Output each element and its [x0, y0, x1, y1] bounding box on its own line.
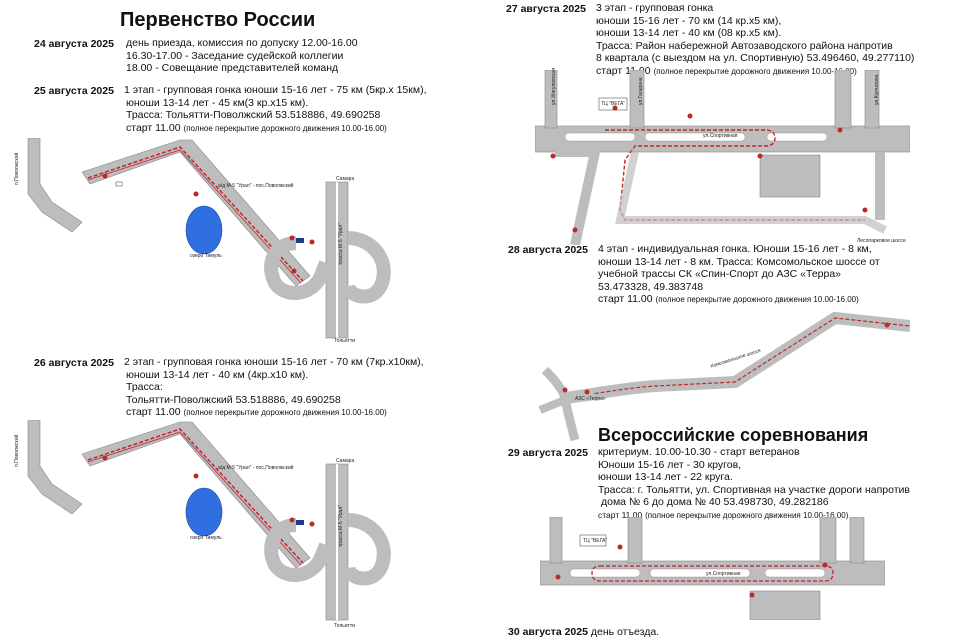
- stage3-line: 3 этап - групповая гонка: [596, 2, 714, 14]
- map2-label-tolyatti: Тольятти: [334, 623, 355, 629]
- stage2-note: (полное перекрытие дорожного движения 10…: [183, 408, 387, 418]
- map2-label-lake: озеро Тимуль: [190, 535, 222, 541]
- map2-label-samara: Самара: [336, 458, 355, 464]
- stage3-line: Трасса: Район набережной Автозаводского …: [596, 39, 893, 52]
- route-map-stage5: [540, 517, 885, 620]
- stage4-line: 53.473328, 49.383748: [598, 280, 704, 293]
- map2-label-poselok: п.Поволжский: [14, 434, 20, 467]
- day-last-date: 30 августа 2025: [508, 626, 588, 638]
- map2-label-trassa: трасса М-5 "Урал": [338, 504, 344, 547]
- map1-label-trassa: трасса М-5 "Урал": [338, 222, 344, 265]
- stage1-line: юноши 13-14 лет - 45 км(3 кр.х15 км).: [126, 96, 309, 109]
- stage4-date: 28 августа 2025: [508, 244, 588, 256]
- stage2-date: 26 августа 2025: [34, 357, 114, 369]
- day1-date: 24 августа 2025: [34, 38, 114, 50]
- stage4-note: (полное перекрытие дорожного движения 10…: [655, 295, 859, 305]
- stage2-line: Трасса:: [126, 381, 163, 394]
- day1-line: день приезда, комиссия по допуску 12.00-…: [126, 37, 358, 49]
- day1-block: день приезда, комиссия по допуску 12.00-…: [126, 37, 358, 75]
- stage4-line: 4 этап - индивидуальная гонка. Юноши 15-…: [598, 243, 872, 255]
- stage5-date: 29 августа 2025: [508, 447, 588, 459]
- map5-label-sportivnaya: ул.Спортивная: [706, 571, 741, 577]
- map1-label-samara: Самара: [336, 176, 355, 182]
- stage5-line: критериум. 10.00-10.30 - старт ветеранов: [598, 446, 800, 458]
- stage5-note: (полное перекрытие дорожного движения 10…: [645, 510, 849, 520]
- map3-label-zhiguli: ул.Жигулевская: [551, 68, 557, 105]
- map3-label-lesnoye: Лесопарковое шоссе: [857, 238, 906, 244]
- stage5-start: старт 11.00: [598, 509, 643, 520]
- stage1-date: 25 августа 2025: [34, 85, 114, 97]
- day-last-block: 30 августа 2025 день отъезда.: [508, 626, 659, 639]
- stage4-line: юноши 13-14 лет - 8 км. Трасса: Комсомол…: [598, 255, 880, 268]
- title-vserossiyskie: Всероссийские соревнования: [598, 425, 869, 445]
- stage5-line: дома № 6 до дома № 40 53.498730, 49.2821…: [601, 496, 829, 509]
- stage3-date: 27 августа 2025: [506, 3, 586, 15]
- stage1-line: Трасса: Тольятти-Поволжский 53.518886, 4…: [126, 109, 381, 122]
- stage3-line: юноши 13-14 лет - 40 км (08 кр.х5 км).: [596, 27, 782, 40]
- stage3-note: (полное перекрытие дорожного движения 10…: [653, 66, 857, 76]
- stage5-block: критериум. 10.00-10.30 - старт ветеранов…: [598, 446, 910, 523]
- title-pervenstvo: Первенство России: [120, 9, 316, 31]
- map2-label-road: а/д М-5 "Урал" - пос.Поволжский: [218, 465, 294, 471]
- stage2-line: Тольятти-Поволжский 53.518886, 49.690258: [126, 393, 341, 406]
- stage3-line: 8 квартала (с выездом на ул. Спортивную)…: [596, 52, 915, 65]
- map1-label-lake: озеро Тимуль: [190, 253, 222, 259]
- map4-label-azs: АЗС «Терра»: [575, 396, 606, 402]
- stage2-line: 2 этап - групповая гонка юноши 15-16 лет…: [124, 356, 424, 368]
- stage5-line: юноши 13-14 лет - 22 круга.: [598, 471, 733, 484]
- day1-line: 18.00 - Совещание представителей команд: [126, 62, 339, 75]
- map3-label-gagarin: ул.Гагарина: [638, 77, 644, 105]
- map1-label-poselok: п.Поволжский: [14, 152, 20, 185]
- route-map-stage3: [535, 70, 910, 245]
- stage5-line: Юноши 15-16 лет - 30 кругов,: [598, 458, 742, 471]
- stage3-line: юноши 15-16 лет - 70 км (14 кр.х5 км),: [596, 14, 782, 27]
- day-last-text: день отъезда.: [590, 626, 660, 638]
- stage1-block: 1 этап - групповая гонка юноши 15-16 лет…: [124, 84, 427, 135]
- stage1-line: 1 этап - групповая гонка юноши 15-16 лет…: [124, 84, 427, 96]
- stage4-line: учебной трассы СК «Спин-Спорт до АЗС «Те…: [598, 268, 842, 281]
- map1-label-road: а/д М-5 "Урал" - пос.Поволжский: [218, 183, 294, 189]
- map1-label-tolyatti: Тольятти: [334, 338, 355, 344]
- route-map-stage2: [27, 420, 391, 621]
- stage4-start: старт 11.00: [598, 293, 653, 306]
- stage2-block: 2 этап - групповая гонка юноши 15-16 лет…: [124, 356, 424, 420]
- map5-label-paket: ТЦ "ВЕГА": [583, 538, 608, 544]
- route-map-stage1: [27, 138, 391, 339]
- route-map-stage4: [538, 311, 910, 442]
- stage2-start: старт 11.00: [126, 406, 181, 419]
- stage1-note: (полное перекрытие дорожного движения 10…: [183, 123, 387, 133]
- map3-label-paket: ТЦ "ВЕГА": [601, 101, 626, 107]
- day1-line: 16.30-17.00 - Заседание судейской коллег…: [126, 49, 344, 62]
- stage5-line: Трасса: г. Тольятти, ул. Спортивная на у…: [598, 483, 910, 496]
- stage2-line: юноши 13-14 лет - 40 км (4кр.х10 км).: [126, 368, 309, 381]
- map3-label-kurchatov: ул.Курчатова: [874, 74, 880, 105]
- map3-label-sportivnaya: ул.Спортивная: [703, 133, 738, 139]
- stage3-block: 3 этап - групповая гонка юноши 15-16 лет…: [596, 2, 914, 79]
- stage4-block: 4 этап - индивидуальная гонка. Юноши 15-…: [598, 243, 880, 307]
- stage1-start: старт 11.00: [126, 121, 181, 134]
